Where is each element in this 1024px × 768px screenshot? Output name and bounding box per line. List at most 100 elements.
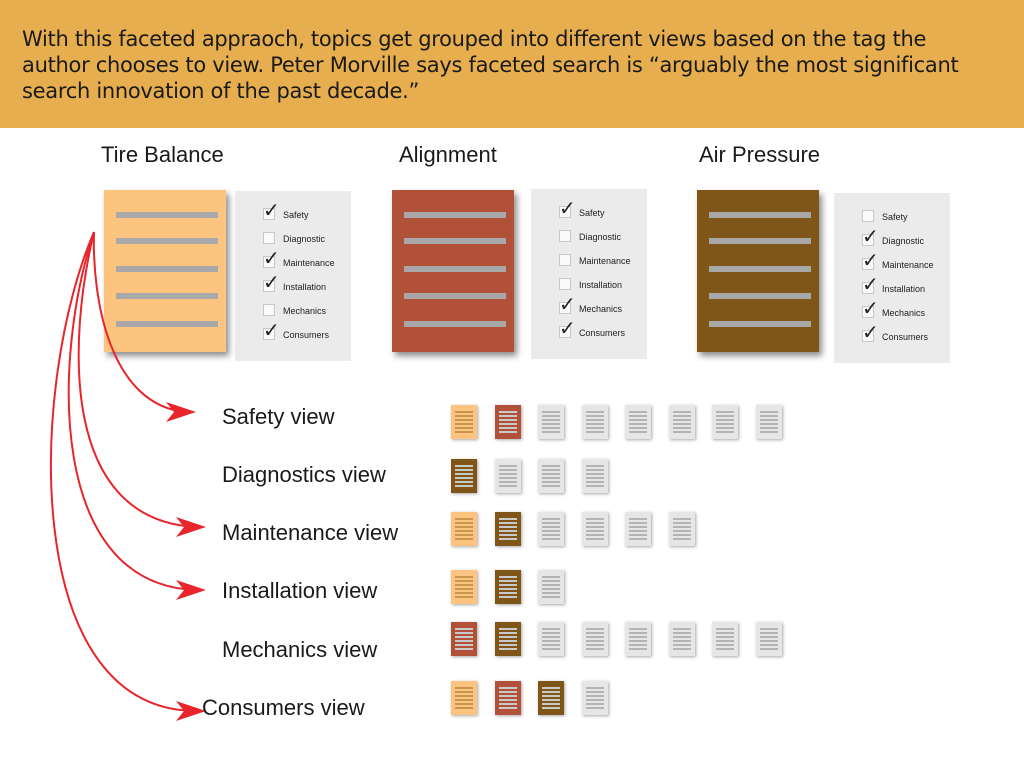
view-label-safety: Safety view <box>222 404 335 429</box>
document-thumbnail-generic <box>538 405 564 439</box>
tag-label: Diagnostic <box>882 236 925 246</box>
document-thumbnail-generic <box>668 512 695 546</box>
document-thumbnail-generic <box>538 570 564 604</box>
text-line <box>709 321 811 327</box>
checked-checkbox <box>263 280 275 292</box>
checked-checkbox <box>862 330 874 342</box>
tag-label: Consumers <box>579 328 626 338</box>
document-thumbnail-generic <box>581 622 608 656</box>
checked-checkbox <box>263 256 275 268</box>
tag-label: Installation <box>882 284 926 294</box>
document-thumbnail-alignment <box>451 622 477 656</box>
tag-label: Maintenance <box>283 258 335 268</box>
tag-label: Diagnostic <box>283 234 326 244</box>
topic-document-tire-balance <box>104 190 226 352</box>
topic-document-alignment <box>392 190 514 352</box>
checkmark-icon: ✓ <box>862 272 879 296</box>
tag-label: Consumers <box>283 330 330 340</box>
document-thumbnail-air <box>494 570 521 604</box>
document-thumbnail-generic <box>538 459 564 493</box>
tag-label: Installation <box>283 282 327 292</box>
checked-checkbox <box>559 326 571 338</box>
document-thumbnail-alignment <box>494 405 521 439</box>
view-label-installation: Installation view <box>222 578 378 603</box>
tag-label: Maintenance <box>579 256 631 266</box>
checked-checkbox <box>263 208 275 220</box>
tag-row-consumers: ✓Consumers <box>834 322 950 349</box>
tag-row-consumers: ✓Consumers <box>531 316 647 345</box>
topic-document-air-pressure <box>697 190 819 352</box>
arrow-to-installation-view <box>67 231 199 595</box>
unchecked-checkbox <box>263 232 275 244</box>
unchecked-checkbox <box>559 278 571 290</box>
view-label-maintenance: Maintenance view <box>222 520 399 545</box>
tag-label: Mechanics <box>882 308 926 318</box>
checkmark-icon: ✓ <box>862 296 879 320</box>
document-thumbnail-tire <box>451 405 477 439</box>
document-thumbnail-generic <box>755 622 782 656</box>
tag-row-maintenance: ✓Maintenance <box>834 248 950 277</box>
text-line <box>116 266 218 272</box>
tag-row-safety: ✓Safety <box>531 198 647 225</box>
arrow-to-consumers-view <box>50 231 199 716</box>
document-thumbnail-generic <box>712 622 738 656</box>
text-line <box>404 293 506 299</box>
tag-label: Diagnostic <box>579 232 622 242</box>
checked-checkbox <box>862 282 874 294</box>
tag-label: Installation <box>579 280 623 290</box>
checked-checkbox <box>559 206 571 218</box>
view-label-mechanics: Mechanics view <box>222 637 378 662</box>
document-thumbnail-alignment <box>494 681 521 715</box>
checked-checkbox <box>862 306 874 318</box>
tag-label: Safety <box>283 210 309 220</box>
document-thumbnail-generic <box>581 405 608 439</box>
document-thumbnail-generic <box>668 622 695 656</box>
document-thumbnail-generic <box>494 459 521 493</box>
tag-label: Mechanics <box>579 304 623 314</box>
tag-label: Mechanics <box>283 306 327 316</box>
document-thumbnail-generic <box>755 405 782 439</box>
text-line <box>404 266 506 272</box>
text-line <box>116 238 218 244</box>
topic-title-alignment: Alignment <box>399 142 497 167</box>
document-thumbnail-generic <box>538 622 564 656</box>
unchecked-checkbox <box>862 210 874 222</box>
document-thumbnail-generic <box>625 512 651 546</box>
checkmark-icon: ✓ <box>862 224 879 248</box>
document-thumbnail-tire <box>451 512 477 546</box>
checkmark-icon: ✓ <box>559 316 576 340</box>
text-line <box>709 212 811 218</box>
tag-row-diagnostic: ✓Diagnostic <box>834 224 950 253</box>
unchecked-checkbox <box>559 254 571 266</box>
tag-row-installation: Installation <box>531 273 647 297</box>
checkmark-icon: ✓ <box>263 198 280 222</box>
tag-row-installation: ✓Installation <box>834 272 950 301</box>
tag-row-diagnostic: Diagnostic <box>235 227 351 251</box>
text-line <box>709 238 811 244</box>
text-line <box>116 321 218 327</box>
checkmark-icon: ✓ <box>862 248 879 272</box>
view-label-diagnostics: Diagnostics view <box>222 462 386 487</box>
tag-label: Maintenance <box>882 260 934 270</box>
checkmark-icon: ✓ <box>263 246 280 270</box>
unchecked-checkbox <box>263 304 275 316</box>
document-thumbnail-generic <box>625 622 651 656</box>
document-thumbnail-generic <box>538 512 564 546</box>
header-banner: With this faceted appraoch, topics get g… <box>0 0 1024 128</box>
tag-row-mechanics: Mechanics <box>235 299 351 323</box>
checkmark-icon: ✓ <box>263 318 280 342</box>
document-thumbnail-tire <box>451 570 477 604</box>
document-thumbnail-generic <box>625 405 651 439</box>
document-thumbnail-tire <box>451 681 477 715</box>
arrow-to-safety-view <box>92 231 189 417</box>
checkmark-icon: ✓ <box>263 270 280 294</box>
topic-title-air-pressure: Air Pressure <box>699 142 821 167</box>
text-line <box>404 321 506 327</box>
document-thumbnail-generic <box>712 405 738 439</box>
document-thumbnail-air <box>451 459 477 493</box>
arrow-to-maintenance-view <box>77 231 199 532</box>
checked-checkbox <box>862 258 874 270</box>
document-thumbnail-air <box>538 681 564 715</box>
